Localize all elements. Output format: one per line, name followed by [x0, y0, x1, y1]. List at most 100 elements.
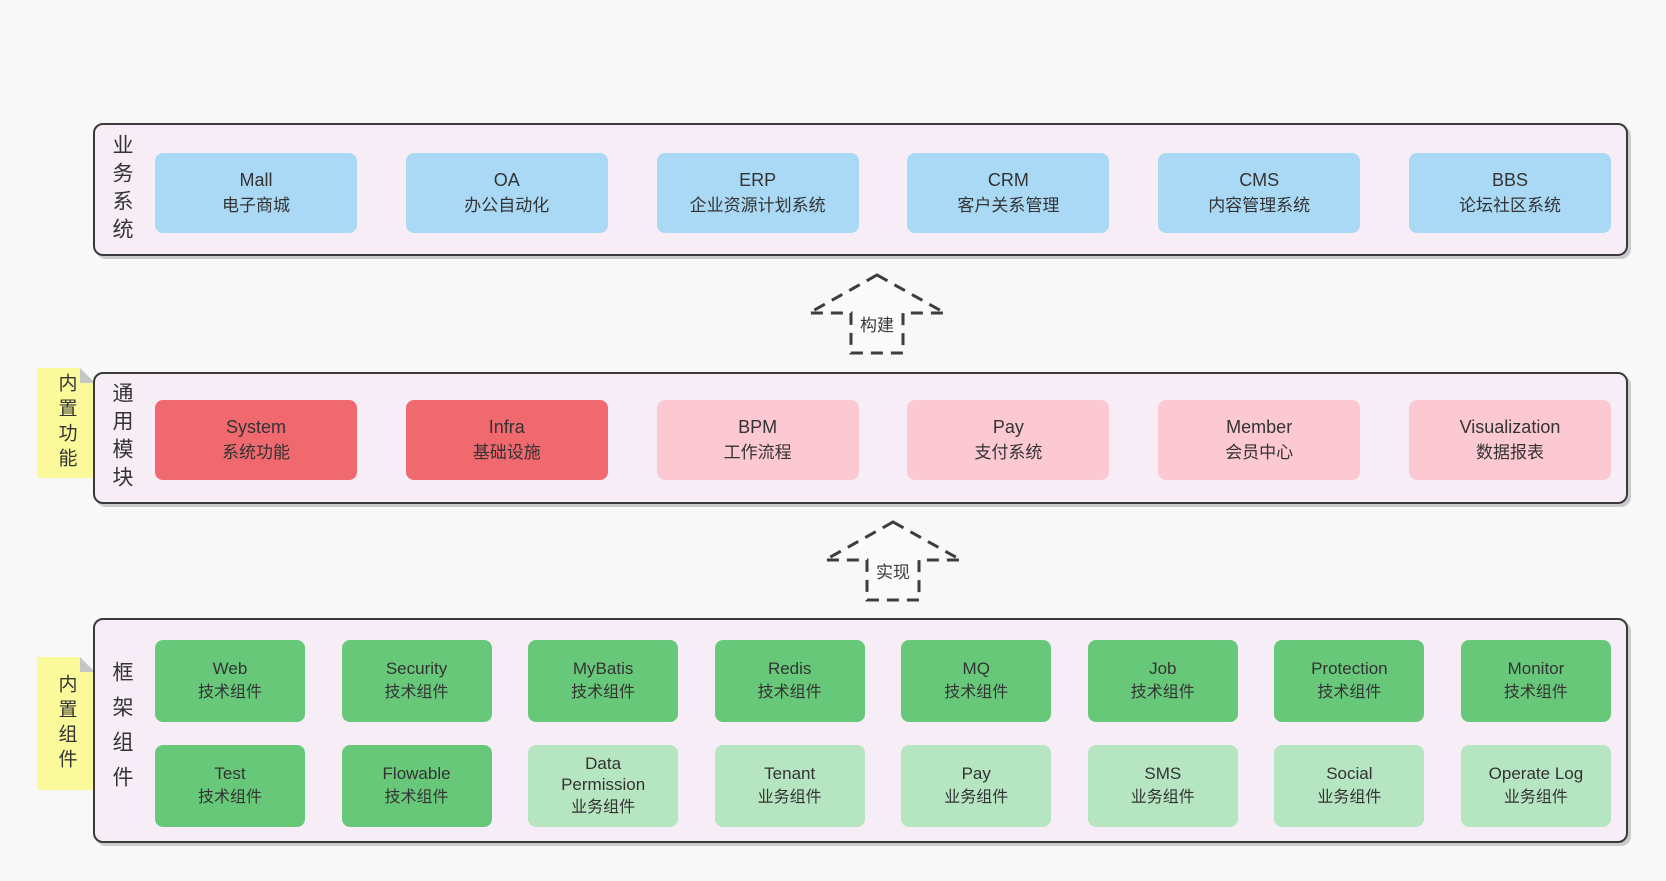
layer-business-systems: 业务系统 Mall 电子商城 OA 办公自动化 ERP 企业资源计划系统 CRM 客户关系管理…: [93, 123, 1628, 256]
diagram-box-oa: OA 办公自动化: [405, 153, 608, 233]
diagram-box-crm: CRM 客户关系管理: [907, 153, 1110, 233]
box-title: BBS: [1491, 170, 1528, 191]
diagram-box-monitor: Monitor 技术组件: [1460, 640, 1611, 722]
box-title: Security: [385, 659, 448, 679]
box-title: Infra: [488, 417, 525, 438]
box-title: SMS: [1144, 764, 1182, 784]
box-title: Mall: [239, 170, 273, 191]
diagram-box-test: Test 技术组件: [155, 745, 305, 827]
box-subtitle: 工作流程: [723, 442, 792, 462]
box-title: Monitor: [1507, 659, 1565, 679]
box-title: Visualization: [1459, 417, 1561, 438]
diagram-box-pay: Pay 业务组件: [901, 745, 1052, 827]
box-subtitle: 技术组件: [1317, 683, 1382, 701]
box-subtitle: 系统功能: [222, 442, 290, 462]
diagram-box-flowable: Flowable 技术组件: [341, 745, 492, 827]
box-subtitle: 企业资源计划系统: [689, 195, 826, 215]
diagram-box-system: System 系统功能: [155, 400, 357, 480]
diagram-box-bbs: BBS 论坛社区系统: [1408, 153, 1611, 233]
box-title: Data Permission: [561, 753, 646, 795]
diagram-box-data-permission: Data Permission 业务组件: [528, 745, 679, 827]
box-subtitle: 业务组件: [757, 788, 822, 806]
box-subtitle: 技术组件: [571, 683, 636, 701]
box-subtitle: 支付系统: [974, 442, 1043, 462]
diagram-box-cms: CMS 内容管理系统: [1158, 153, 1361, 233]
diagram-box-mall: Mall 电子商城: [155, 153, 357, 233]
sticky-note-label: 内置组件: [55, 673, 77, 774]
box-title: CMS: [1239, 170, 1280, 191]
layer-common-modules: 通用模块 System 系统功能 Infra 基础设施 BPM 工作流程 Pay 支付系统 Me…: [93, 372, 1628, 504]
box-title: Pay: [961, 764, 991, 784]
box-subtitle: 技术组件: [197, 788, 262, 806]
box-title: System: [225, 417, 286, 438]
block-arrow-outline: [822, 520, 964, 602]
box-title: Pay: [992, 417, 1024, 438]
box-subtitle: 数据报表: [1475, 442, 1544, 462]
arrow-label-implement: 实现: [876, 563, 910, 582]
box-subtitle: 业务组件: [944, 788, 1009, 806]
arrow-label-build: 构建: [860, 316, 894, 335]
box-title: BPM: [738, 417, 778, 438]
box-subtitle: 技术组件: [197, 683, 262, 701]
box-subtitle: 办公自动化: [464, 195, 550, 215]
diagram-box-infra: Infra 基础设施: [405, 400, 608, 480]
box-subtitle: 业务组件: [1317, 788, 1382, 806]
box-subtitle: 技术组件: [757, 683, 822, 701]
diagram-box-social: Social 业务组件: [1274, 745, 1425, 827]
box-title: MQ: [962, 659, 990, 679]
box-title: CRM: [987, 170, 1029, 191]
diagram-box-mq: MQ 技术组件: [901, 640, 1052, 722]
box-title: ERP: [739, 170, 777, 191]
box-title: Social: [1326, 764, 1373, 784]
diagram-box-web: Web 技术组件: [155, 640, 305, 722]
box-title: MyBatis: [572, 659, 634, 679]
layer-label-modules: 通用模块: [110, 382, 133, 494]
diagram-box-erp: ERP 企业资源计划系统: [656, 153, 859, 233]
sticky-note-builtin-components: 内置组件: [37, 657, 95, 790]
diagram-box-redis: Redis 技术组件: [714, 640, 865, 722]
diagram-box-protection: Protection 技术组件: [1274, 640, 1425, 722]
box-subtitle: 业务组件: [571, 799, 636, 817]
box-title: Test: [214, 764, 246, 784]
diagram-box-pay: Pay 支付系统: [907, 400, 1110, 480]
layer-label-business: 业务系统: [110, 133, 133, 246]
box-subtitle: 业务组件: [1503, 788, 1568, 806]
layer-label-framework: 框架组件: [110, 660, 133, 801]
diagram-box-tenant: Tenant 业务组件: [714, 745, 865, 827]
box-subtitle: 技术组件: [384, 788, 449, 806]
sticky-note-builtin-features: 内置功能: [37, 368, 95, 478]
box-title: Tenant: [764, 764, 816, 784]
box-subtitle: 电子商城: [222, 195, 290, 215]
box-subtitle: 会员中心: [1225, 442, 1294, 462]
box-title: Operate Log: [1488, 764, 1584, 784]
box-subtitle: 客户关系管理: [957, 195, 1060, 215]
box-subtitle: 论坛社区系统: [1458, 195, 1561, 215]
box-title: Web: [212, 659, 248, 679]
box-subtitle: 内容管理系统: [1208, 195, 1311, 215]
box-subtitle: 技术组件: [1130, 683, 1195, 701]
box-title: Flowable: [382, 764, 451, 784]
box-subtitle: 技术组件: [944, 683, 1009, 701]
box-subtitle: 基础设施: [472, 442, 541, 462]
box-title: OA: [493, 170, 520, 191]
box-title: Redis: [767, 659, 812, 679]
box-subtitle: 技术组件: [1503, 683, 1568, 701]
sticky-note-label: 内置功能: [55, 373, 77, 473]
arrow-up-implement: 实现: [822, 520, 964, 602]
box-title: Protection: [1311, 659, 1388, 679]
diagram-box-member: Member 会员中心: [1158, 400, 1361, 480]
box-title: Member: [1226, 417, 1293, 438]
arrow-up-build: 构建: [806, 273, 948, 355]
modules-box-row: System 系统功能 Infra 基础设施 BPM 工作流程 Pay 支付系统 Member 会…: [155, 400, 1611, 480]
diagram-box-mybatis: MyBatis 技术组件: [528, 640, 679, 722]
diagram-box-bpm: BPM 工作流程: [656, 400, 859, 480]
business-box-row: Mall 电子商城 OA 办公自动化 ERP 企业资源计划系统 CRM 客户关系管理 CMS 内容…: [155, 153, 1611, 233]
diagram-box-visualization: Visualization 数据报表: [1408, 400, 1611, 480]
